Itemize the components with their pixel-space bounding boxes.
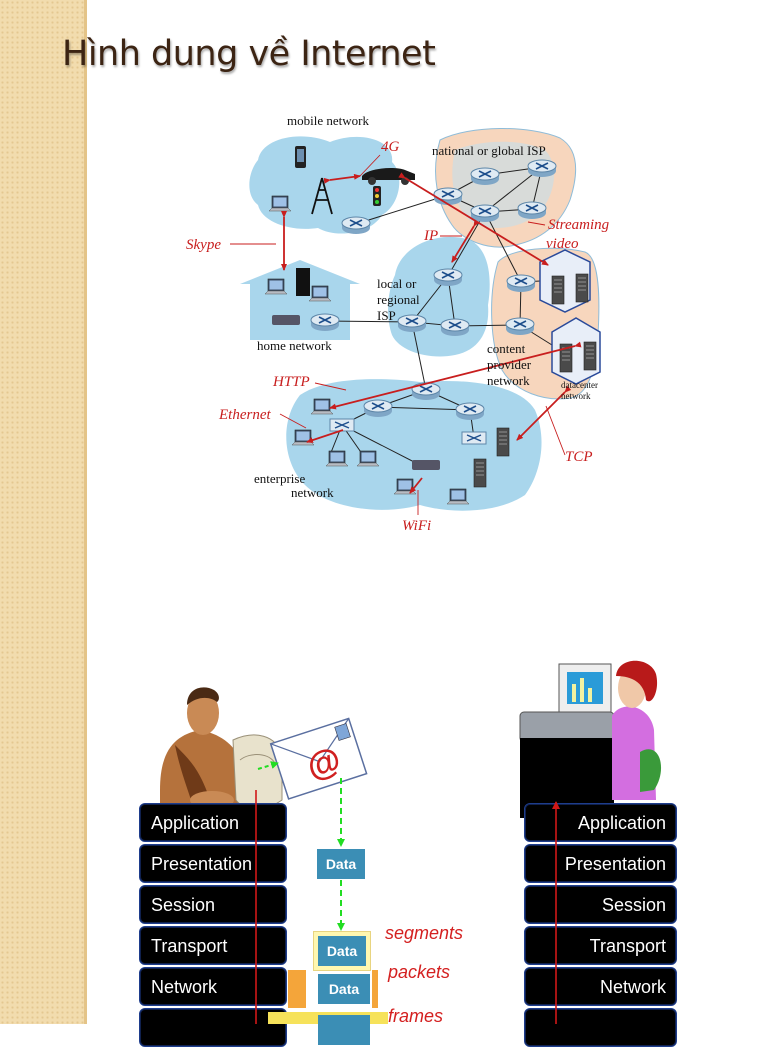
label-skype: Skype [186, 237, 221, 253]
label-frames: frames [388, 1006, 444, 1026]
label-ethernet: Ethernet [218, 407, 271, 423]
decorative-sidebar [0, 0, 84, 1024]
label-datacenter-2: network [561, 391, 591, 401]
right-layer-session: Session [524, 885, 677, 924]
label-content-provider-2: provider [487, 357, 532, 372]
label-local-isp-3: ISP [377, 308, 396, 323]
label-video: video [546, 236, 579, 252]
label-enterprise-2: network [291, 485, 334, 500]
data-box-segment: Data [318, 936, 366, 966]
right-layer-datalink [524, 1008, 677, 1047]
slide-title: Hình dung về Internet [62, 34, 436, 74]
slide-graphics: mobile network national or global ISP lo… [160, 113, 662, 818]
label-mobile-network: mobile network [287, 113, 369, 128]
label-streaming: Streaming [548, 217, 610, 233]
label-packets: packets [388, 962, 451, 982]
label-datacenter-1: datacenter [561, 380, 598, 390]
data-box-application: Data [317, 849, 365, 879]
data-box-frame [318, 1015, 370, 1045]
frame-header-left [288, 970, 306, 1008]
left-layer-network: Network [139, 967, 287, 1006]
left-layer-application: Application [139, 803, 287, 842]
label-content-provider-1: content [487, 341, 526, 356]
label-segments: segments [385, 923, 464, 943]
email-envelope-clipart: @ [269, 717, 368, 800]
packet-header-right [372, 970, 378, 1008]
protocol-labels: 4G Skype IP Streaming video HTTP Etherne… [186, 139, 610, 534]
label-leaders [230, 154, 566, 515]
left-layer-transport: Transport [139, 926, 287, 965]
label-home-network: home network [257, 338, 332, 353]
label-wifi: WiFi [402, 518, 431, 534]
label-content-provider-3: network [487, 373, 530, 388]
sidebar-edge [84, 0, 87, 1024]
left-layer-presentation: Presentation [139, 844, 287, 883]
right-layer-transport: Transport [524, 926, 677, 965]
label-local-isp-2: regional [377, 292, 420, 307]
label-4g: 4G [381, 139, 400, 155]
woman-clipart [519, 660, 662, 818]
label-local-isp-1: local or [377, 276, 417, 291]
left-layer-datalink [139, 1008, 287, 1047]
protocol-arrows [281, 172, 582, 494]
right-layer-application: Application [524, 803, 677, 842]
man-clipart [160, 687, 283, 812]
data-box-packet: Data [318, 974, 370, 1004]
label-http: HTTP [272, 374, 310, 390]
label-ip: IP [423, 228, 438, 244]
left-layer-session: Session [139, 885, 287, 924]
network-labels: mobile network national or global ISP lo… [254, 113, 598, 500]
right-layer-presentation: Presentation [524, 844, 677, 883]
label-tcp: TCP [565, 449, 593, 465]
label-national-isp: national or global ISP [432, 143, 546, 158]
label-enterprise-1: enterprise [254, 471, 305, 486]
right-layer-network: Network [524, 967, 677, 1006]
